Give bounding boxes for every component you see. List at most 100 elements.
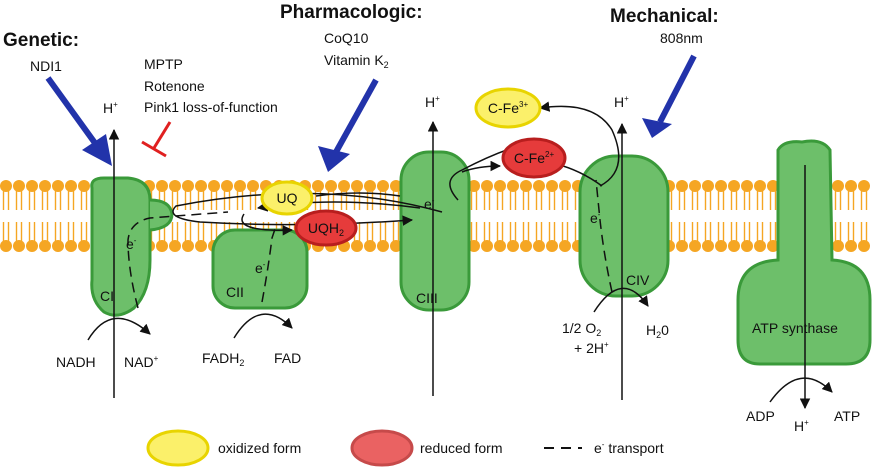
lipid-head [481, 180, 493, 192]
legend-oxidized-swatch [146, 429, 210, 467]
complex-iii [399, 150, 471, 312]
inhibitor-mptp: MPTP [144, 56, 183, 72]
proton-label-civ: H+ [614, 94, 629, 110]
uqh2-oval [294, 209, 358, 247]
atp-label: ATP [834, 408, 861, 424]
lipid-head [559, 180, 571, 192]
lipid-head [741, 240, 753, 252]
atp-reaction-arrow [769, 377, 833, 403]
cyt-c-to-red [461, 160, 502, 173]
lipid-head [208, 180, 220, 192]
pharmacologic-blue-arrowhead [318, 146, 350, 172]
lipid-head [702, 240, 714, 252]
cfe2-oval [501, 137, 567, 179]
lipid-head [338, 180, 350, 192]
oxygen-label: 1/2 O2 [562, 320, 602, 338]
inhibitor-rotenone: Rotenone [144, 78, 205, 94]
lipid-head [845, 180, 857, 192]
lipid-head [156, 240, 168, 252]
nadh-reaction-arrow [87, 317, 151, 341]
lipid-head [507, 180, 519, 192]
complex-iv [578, 154, 670, 298]
lipid-head [533, 240, 545, 252]
lipid-head [325, 180, 337, 192]
mechanical-item: 808nm [660, 30, 703, 46]
lipid-head [247, 180, 259, 192]
legend-oxidized-label: oxidized form [218, 440, 302, 456]
lipid-head [832, 180, 844, 192]
inhibition-bar [141, 140, 167, 158]
complex-ii [211, 228, 309, 310]
protons-consumed-label: + 2H+ [574, 340, 609, 356]
cfe3-label: C-Fe3+ [487, 100, 529, 116]
lipid-head [377, 240, 389, 252]
lipid-head [507, 240, 519, 252]
lipid-head [0, 240, 12, 252]
genetic-item: NDI1 [30, 58, 62, 74]
lipid-head [546, 180, 558, 192]
inhibitor-pink1: Pink1 loss-of-function [144, 99, 278, 115]
lipid-head [39, 180, 51, 192]
lipid-head [13, 180, 25, 192]
fadh2-label: FADH2 [202, 350, 245, 368]
lipid-head [351, 180, 363, 192]
lipid-head [65, 240, 77, 252]
complex-i-label: CI [100, 288, 114, 304]
complex-i-notch [149, 198, 174, 232]
electron-label-cii: e- [255, 260, 266, 276]
lipid-head [754, 240, 766, 252]
cfe2-label: C-Fe2+ [513, 150, 555, 166]
lipid-head [182, 180, 194, 192]
lipid-head [78, 180, 90, 192]
lipid-head [13, 240, 25, 252]
fadh-reaction-arrow [233, 313, 293, 339]
lipid-head [832, 240, 844, 252]
lipid-head [26, 180, 38, 192]
lipid-head [689, 180, 701, 192]
lipid-head [689, 240, 701, 252]
lipid-head [364, 240, 376, 252]
pharmacologic-vitamin-k2: Vitamin K2 [324, 52, 389, 70]
electron-label-civ: e- [590, 210, 601, 226]
atp-synthase [736, 139, 872, 366]
lipid-head [845, 240, 857, 252]
lipid-head [468, 180, 480, 192]
uq-oval [260, 180, 314, 216]
lipid-head [715, 240, 727, 252]
lipid-head [715, 180, 727, 192]
lipid-head [468, 240, 480, 252]
lipid-head [312, 180, 324, 192]
pharmacologic-blue-arrow [333, 78, 379, 154]
inhibition-line [152, 121, 172, 149]
lipid-head [377, 180, 389, 192]
mechanical-blue-arrowhead [642, 118, 672, 138]
lipid-head [702, 180, 714, 192]
lipid-head [494, 240, 506, 252]
lipid-head [78, 240, 90, 252]
electron-label-ci: e- [126, 236, 137, 252]
lipid-head [156, 180, 168, 192]
lipid-head [520, 180, 532, 192]
complex-i [90, 176, 152, 317]
lipid-head [195, 240, 207, 252]
lipid-head [390, 240, 402, 252]
lipid-head [39, 240, 51, 252]
legend-reduced-swatch [350, 429, 414, 467]
uq-to-uqh-arrow [241, 213, 294, 236]
electron-path-ci [127, 211, 229, 309]
lipid-head [234, 180, 246, 192]
legend-transport-label: e- transport [594, 440, 664, 456]
genetic-blue-arrow [45, 76, 103, 152]
fad-label: FAD [274, 350, 302, 366]
lipid-head [728, 180, 740, 192]
lipid-head [52, 180, 64, 192]
cfe3-oval [474, 87, 542, 129]
proton-label-ci: H+ [103, 100, 118, 116]
electron-label-ciii: e- [424, 196, 435, 212]
lipid-head [676, 180, 688, 192]
electron-path-civ [595, 179, 613, 293]
atp-synthase-label: ATP synthase [752, 320, 838, 336]
lipid-head [169, 180, 181, 192]
lipid-head [364, 180, 376, 192]
lipid-head [728, 240, 740, 252]
